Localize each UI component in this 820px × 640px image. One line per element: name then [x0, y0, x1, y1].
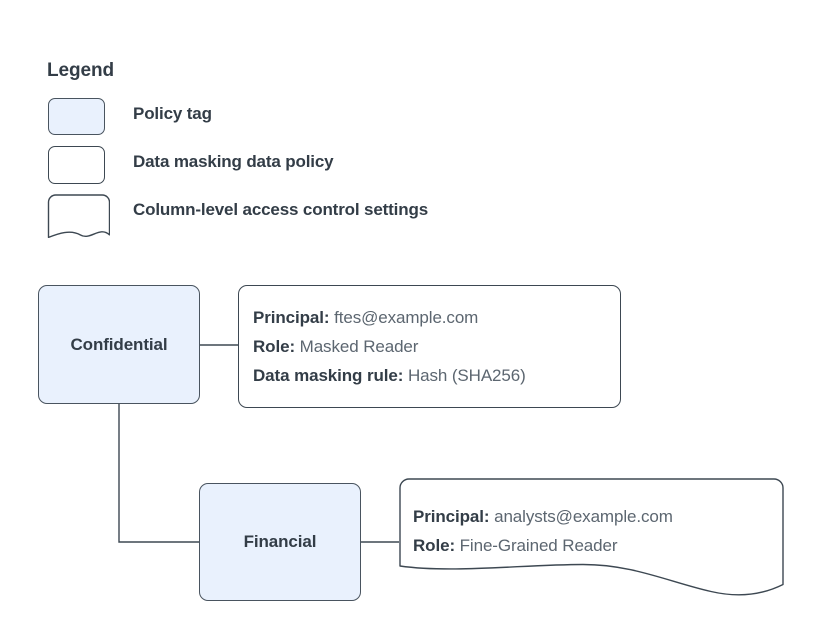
callout-row-value: Fine-Grained Reader [459, 536, 618, 555]
legend-swatch-data-masking-policy [48, 146, 105, 184]
callout-row: Principal: analysts@example.com [413, 502, 673, 531]
legend-swatch-column-access-settings [42, 194, 111, 239]
legend-label-column-access-settings: Column-level access control settings [133, 200, 429, 219]
callout-row-key: Data masking rule: [253, 366, 404, 385]
callout-row: Data masking rule: Hash (SHA256) [253, 361, 620, 390]
node-financial[interactable]: Financial [199, 483, 361, 601]
callout-row-value: analysts@example.com [494, 507, 673, 526]
callout-row-key: Role: [413, 536, 456, 555]
callout-row-value: Masked Reader [299, 337, 419, 356]
document-shape-icon [47, 194, 111, 239]
legend-label-data-masking-policy: Data masking data policy [133, 152, 334, 171]
legend-title: Legend [47, 60, 114, 81]
node-confidential-label: Confidential [70, 334, 168, 354]
callout-text-block: Principal: analysts@example.com Role: Fi… [413, 502, 673, 560]
callout-row-key: Principal: [413, 507, 490, 526]
callout-row: Role: Fine-Grained Reader [413, 531, 673, 560]
callout-row: Role: Masked Reader [253, 332, 620, 361]
callout-row: Principal: ftes@example.com [253, 303, 620, 332]
callout-row-key: Principal: [253, 308, 330, 327]
callout-financial-access[interactable]: Principal: analysts@example.com Role: Fi… [399, 478, 784, 596]
node-financial-label: Financial [243, 532, 317, 551]
node-confidential[interactable]: Confidential [38, 285, 200, 404]
legend-label-policy-tag: Policy tag [133, 104, 212, 123]
callout-row-value: ftes@example.com [334, 308, 479, 327]
callout-row-value: Hash (SHA256) [407, 366, 526, 385]
document-shape-icon [399, 478, 784, 596]
edge-confidential-to-financial [118, 404, 199, 543]
callout-confidential-policy[interactable]: Principal: ftes@example.com Role: Masked… [238, 285, 621, 408]
callout-row-key: Role: [253, 337, 296, 356]
legend-swatch-policy-tag [48, 98, 105, 135]
